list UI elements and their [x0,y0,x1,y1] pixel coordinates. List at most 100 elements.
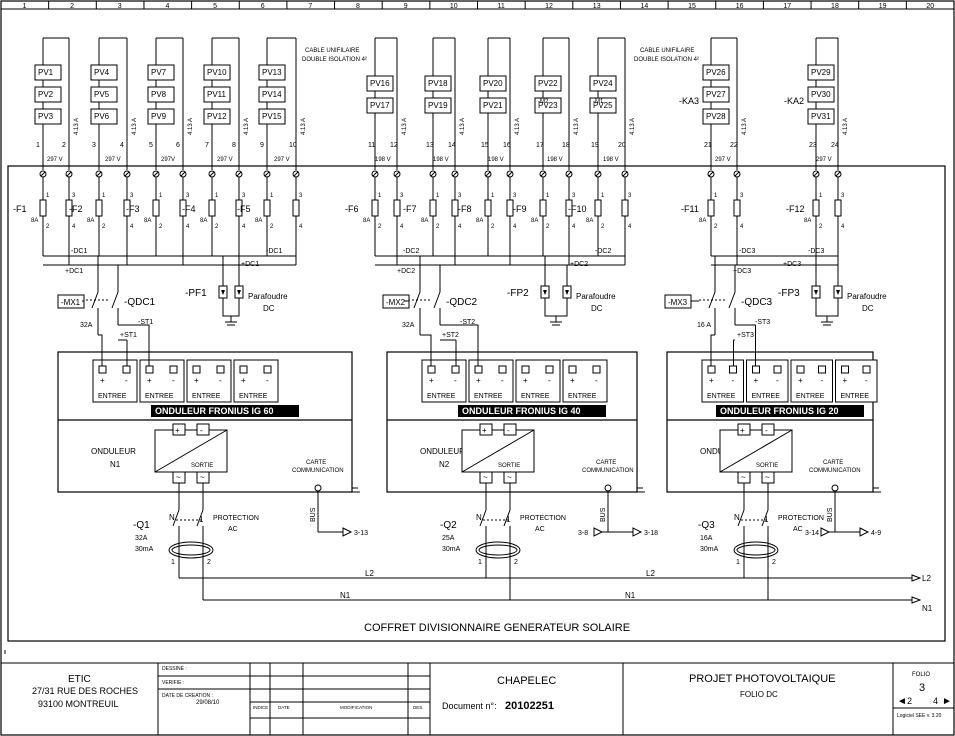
pv-module [258,64,286,81]
dc-switch-tag: -QDC2 [446,297,478,308]
svg-text:+: + [100,376,105,385]
svg-text:-: - [865,376,868,385]
fuse-terminal: 4 [186,224,190,230]
dc-switch-tag: -QDC3 [741,297,773,308]
pv-module-label: PV2 [38,90,54,99]
pv-module [147,86,175,103]
bus-label: BUS [600,507,607,522]
fuse-body [594,199,602,217]
stage-positive: +ST2 [442,332,459,339]
folio-prev: 2 [907,696,912,706]
svg-text:-: - [595,376,598,385]
fuse-terminal: 3 [572,193,576,199]
cable-rating: 4.13 A [402,118,408,135]
wire-number: 12 [390,142,398,149]
inverter-title-band [151,405,299,417]
wire-number: 21 [704,142,712,149]
fuse-rating: 8A [31,218,38,224]
fuse-tag: -F4 [182,204,196,214]
document-label: Document n°: [442,701,497,711]
pv-module [203,64,231,81]
dc-negative-bus: -DC2 [595,248,611,255]
dc-input-label: ENTREE [192,393,221,400]
svg-text:-: - [200,426,203,435]
svg-text:+: + [740,426,745,435]
dc-input-label: ENTREE [796,393,825,400]
creation-date-label: DATE DE CREATION : [162,693,213,699]
cable-rating: 4.13 A [132,118,138,135]
fuse-terminal: 3 [299,193,303,199]
cable-rating: 4.13 A [188,118,194,135]
wire-number: 22 [730,142,738,149]
inverter-title: ONDULEUR FRONIUS IG 40 [462,406,581,416]
fuse-body [152,199,160,217]
fuse-terminal: 1 [102,193,106,199]
stage-positive: +ST3 [737,332,754,339]
n1-label: N1 [340,591,351,600]
pv-module-label: PV26 [706,68,726,77]
pv-module [702,64,730,81]
fuse-terminal: 4 [513,224,517,230]
fuse-terminal: 2 [436,224,440,230]
folio-prev-arrow[interactable]: ◄ [897,696,907,707]
fuse-terminal: 2 [714,224,718,230]
pv-module-label: PV23 [538,101,558,110]
svg-text:+: + [798,376,803,385]
svg-text:-: - [765,426,768,435]
cable-rating: 4.13 A [74,118,80,135]
bus-incoming: 3-8 [578,530,588,537]
fuse-tag: -F5 [237,204,251,214]
svg-text:1: 1 [764,515,769,524]
pv-module-label: PV22 [538,79,558,88]
pv-module-label: PV12 [207,112,227,121]
column-number: 1 [23,3,27,10]
inverter-box [386,351,638,493]
wire-number: 2 [62,142,66,149]
l2-label: L2 [365,569,374,578]
fuse-rating: 8A [200,218,207,224]
fuse-terminal: 1 [159,193,163,199]
pv-module [90,108,118,125]
fuse-terminal: 1 [546,193,550,199]
title-block: ETIC 27/31 RUE DES ROCHES 93100 MONTREUI… [0,662,955,736]
fuse-terminal: 1 [46,193,50,199]
svg-text:+: + [709,376,714,385]
converter-output-label: SORTIE [756,463,778,469]
wire-number: 17 [536,142,544,149]
string-tag: -KA3 [679,96,699,106]
wire-number: 1 [36,142,40,149]
svg-text:-: - [172,376,175,385]
svg-text:~: ~ [507,473,512,482]
cable-note-2-line-1: CABLE UNIFILAIRE [640,48,694,54]
fuse-terminal: 1 [714,193,718,199]
checked-by-label: VERIFIE : [162,680,184,686]
stage-negative: -ST2 [460,319,475,326]
fuse-terminal: 3 [628,193,632,199]
comm-card-label: CARTE [306,460,326,466]
wire-number: 9 [260,142,264,149]
svg-text:2: 2 [207,559,211,566]
svg-text:+: + [175,426,180,435]
folio-next-arrow[interactable]: ► [942,696,952,707]
stage-positive: +ST1 [120,332,137,339]
fuse-body [429,199,437,217]
fuse-tag: -F3 [126,204,140,214]
pv-module-label: PV16 [370,79,390,88]
wire-number: 18 [562,142,570,149]
wire-number: 7 [205,142,209,149]
ac-protection-label: AC [535,526,545,533]
fuse-terminal: 4 [242,224,246,230]
pv-module-label: PV21 [483,101,503,110]
rcd-toroid [168,541,214,559]
dc-negative-bus: -DC2 [403,248,419,255]
ac-protection-label: AC [228,526,238,533]
stage-negative: -ST1 [138,319,153,326]
fuse-body [707,199,715,217]
pv-module-label: PV5 [94,90,110,99]
fuse-terminal: 1 [601,193,605,199]
